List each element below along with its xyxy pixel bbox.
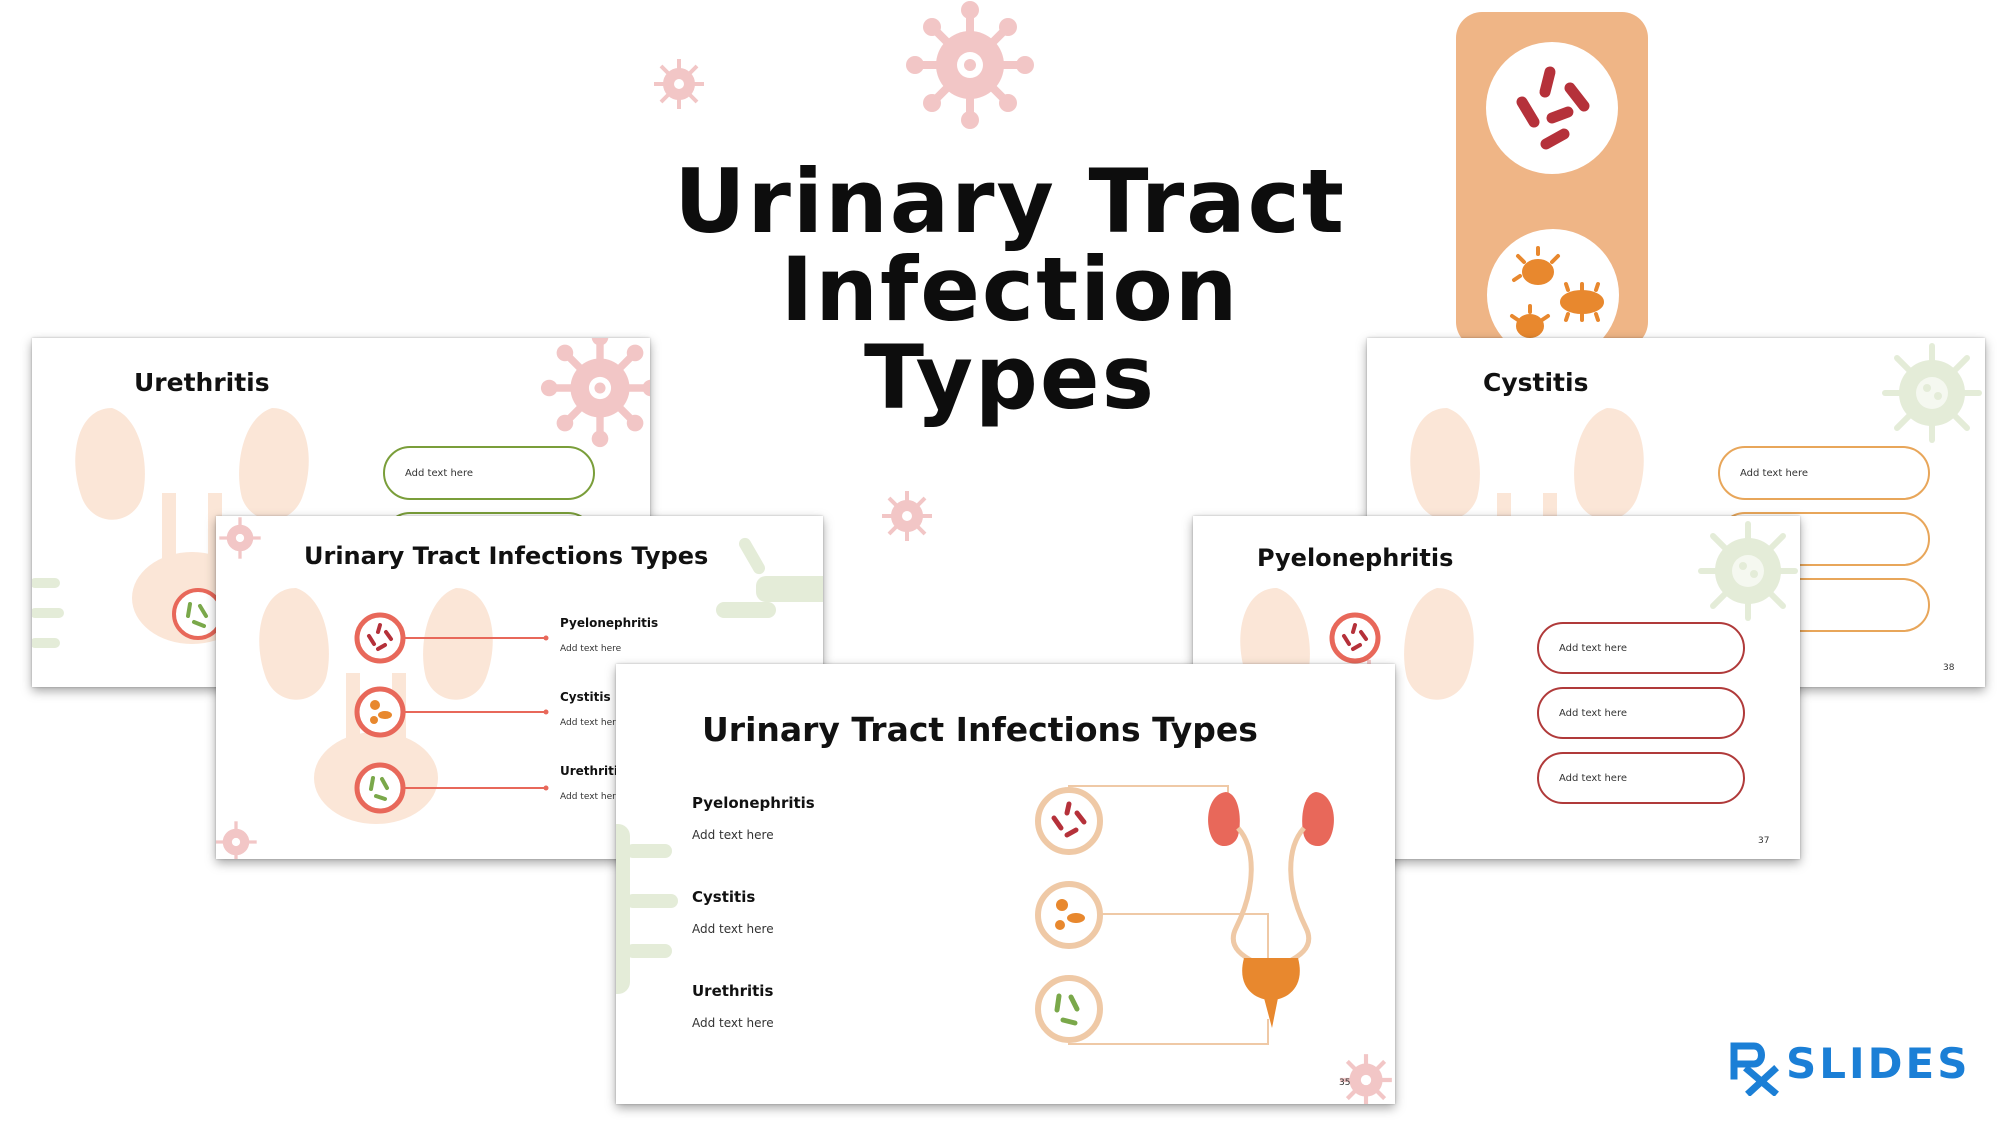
bacteria-green-icon — [1035, 975, 1103, 1043]
title-line-2: Infection — [780, 238, 1240, 341]
item-title: Pyelonephritis — [692, 794, 815, 812]
slide-number: 37 — [1758, 836, 1770, 846]
item-title: Urethritis — [692, 982, 774, 1000]
bacteria-orange-icon — [1035, 881, 1103, 949]
bacteria-green-icon — [354, 762, 406, 814]
item-text[interactable]: Add text her — [560, 718, 616, 728]
virus-green-icon — [1882, 343, 1982, 443]
virus-icon — [882, 491, 932, 541]
item-title: Cystitis — [692, 888, 756, 906]
bacteria-red-icon — [1329, 612, 1381, 664]
item-title: Pyelonephritis — [560, 616, 659, 630]
slide-types-center[interactable]: Urinary Tract Infections Types Pyeloneph… — [616, 664, 1395, 1104]
connector-lines — [378, 635, 549, 791]
item-title: Cystitis — [560, 690, 611, 704]
urinary-system-illustration — [1208, 792, 1334, 1028]
virus-icon — [540, 338, 650, 448]
page-title: Urinary Tract Infection Types — [640, 158, 1380, 422]
slide-title: Cystitis — [1483, 368, 1589, 397]
item-text[interactable]: Add text here — [560, 644, 622, 654]
bandage-graphic — [1456, 12, 1648, 361]
text-pill[interactable]: Add text here — [383, 446, 595, 500]
text-pill[interactable]: Add text here — [1718, 446, 1930, 500]
virus-icon — [906, 1, 1034, 129]
item-text[interactable]: Add text her — [560, 792, 616, 802]
bacteria-orange-icon — [354, 686, 406, 738]
slide-title: Pyelonephritis — [1257, 544, 1454, 572]
slide-title: Urethritis — [134, 368, 270, 397]
title-line-1: Urinary Tract — [674, 150, 1346, 253]
item-text[interactable]: Add text here — [692, 1016, 774, 1030]
slide-number: 38 — [1943, 663, 1955, 673]
virus-green-icon — [616, 824, 678, 994]
virus-icon — [654, 59, 704, 109]
item-text[interactable]: Add text here — [692, 828, 774, 842]
item-text[interactable]: Add text here — [692, 922, 774, 936]
bacteria-red-icon — [1035, 787, 1103, 855]
virus-green-icon — [32, 578, 64, 648]
item-title: Urethriti — [560, 764, 618, 778]
kidneys-illustration — [259, 588, 493, 824]
bacteria-red-icon — [1486, 42, 1618, 174]
bacteria-red-icon — [354, 612, 406, 664]
bacteria-green-icon — [172, 588, 224, 640]
text-pill[interactable]: Add text here — [1537, 752, 1745, 804]
brand-logo[interactable]: SLIDES — [1728, 1040, 1978, 1096]
slide-title: Urinary Tract Infections Types — [304, 542, 709, 570]
brand-logo-text: SLIDES — [1786, 1039, 1971, 1088]
bacteria-orange-icon — [1487, 229, 1619, 361]
rx-logo-icon — [1730, 1042, 1779, 1096]
virus-icon — [216, 821, 257, 859]
slide-title: Urinary Tract Infections Types — [702, 710, 1258, 749]
virus-green-icon — [716, 537, 823, 618]
slide-number: 35 — [1339, 1078, 1351, 1088]
text-pill[interactable]: Add text here — [1537, 622, 1745, 674]
text-pill[interactable]: Add text here — [1537, 687, 1745, 739]
virus-green-icon — [1698, 521, 1798, 621]
virus-icon — [1340, 1054, 1392, 1104]
virus-icon — [219, 517, 261, 559]
title-line-3: Types — [863, 326, 1156, 429]
